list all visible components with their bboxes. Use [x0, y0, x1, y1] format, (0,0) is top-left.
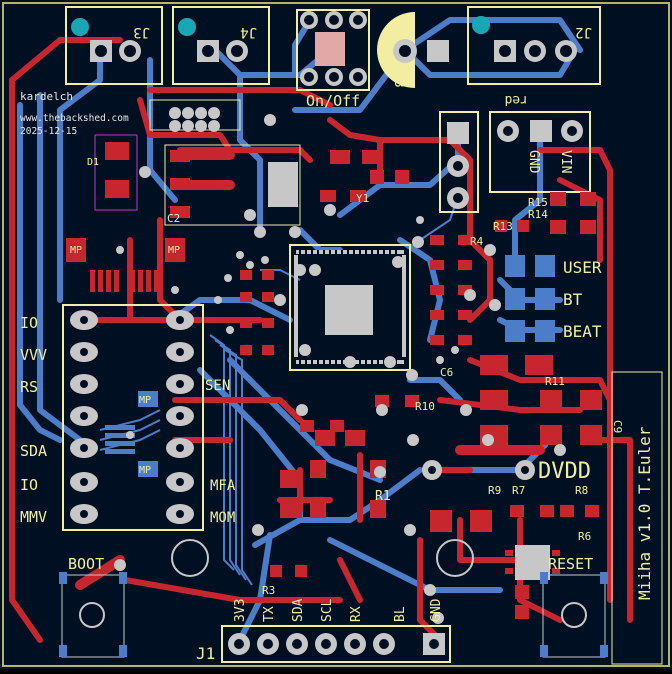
on-off-label: On/Off: [306, 92, 360, 110]
right-row-label: SEN: [205, 378, 230, 394]
c9-label: C9: [611, 420, 624, 433]
buzzer: [377, 12, 449, 88]
c2-label: C2: [167, 212, 180, 225]
mp-label-4: MP: [139, 465, 151, 476]
left-row-label: RS: [20, 378, 38, 396]
switch-s3: [296, 9, 370, 91]
c6-label: C6: [440, 366, 453, 379]
j1-label: J1: [196, 644, 215, 663]
left-row-label: VVV: [20, 346, 47, 364]
left-row-label: IO: [20, 314, 38, 332]
button-boot: [59, 572, 127, 658]
j1-pin-label: 3V3: [233, 599, 248, 622]
j1-pin-label: SDA: [291, 598, 306, 622]
connector-j1: [221, 625, 451, 663]
j1-pin-label: TX: [262, 606, 277, 622]
mounting-holes: [171, 539, 474, 577]
j3-label: J3: [133, 24, 150, 40]
mp-label-1: MP: [70, 245, 82, 256]
r6-label: R6: [578, 530, 591, 543]
connector-j2: [467, 6, 601, 85]
author-text: kardelch: [20, 90, 73, 103]
connector-small-top: [149, 99, 241, 132]
website-text: www.thebackshed.com: [20, 113, 129, 124]
j1-pin-label: GND: [429, 598, 444, 622]
left-header-labels: IO VVV RS SDA IO MMV: [20, 314, 47, 526]
mp-label-2: MP: [168, 245, 180, 256]
r7-label: R7: [512, 484, 525, 497]
vias: [114, 114, 566, 624]
beat-led-label: BEAT: [563, 322, 602, 341]
r14-label: R14: [528, 208, 548, 221]
header-vin-gnd: [489, 111, 591, 193]
header-red: [439, 111, 479, 213]
r4-label: R4: [470, 235, 484, 248]
dvdd-pads: [422, 460, 535, 480]
board-title: Miiha v1.0 T.Euler: [635, 426, 654, 600]
connector-j4: [172, 6, 270, 85]
gnd-label: GND: [526, 150, 541, 174]
vin-label: VIN: [558, 150, 573, 173]
j1-pin-label: BL: [393, 606, 408, 622]
d1-label: D1: [87, 157, 99, 168]
r1-label: R1: [375, 489, 391, 504]
j1-pin-label: SCL: [320, 598, 335, 622]
user-led-label: USER: [563, 258, 602, 277]
boot-label: BOOT: [68, 555, 104, 573]
s3-label: S3: [391, 72, 406, 88]
connector-j3: [65, 6, 163, 85]
dvdd-label: DVDD: [538, 459, 591, 484]
header-left-dual: [62, 304, 204, 531]
bt-led-label: BT: [563, 290, 583, 309]
left-row-label: MMV: [20, 508, 47, 526]
r11-label: R11: [545, 375, 565, 388]
red-label: red: [505, 92, 528, 107]
right-silk-frame: [611, 371, 663, 665]
button-reset: [540, 572, 608, 658]
r13-label: R13: [493, 220, 513, 233]
r8-label: R8: [575, 484, 588, 497]
regulator: [164, 144, 301, 226]
left-row-label: IO: [20, 476, 38, 494]
right-row-label: MOM: [210, 510, 235, 526]
right-row-label: MFA: [210, 478, 236, 494]
mp-label-3: MP: [139, 395, 151, 406]
led-pads: [505, 255, 555, 342]
j4-label: J4: [240, 24, 257, 40]
j1-pin-label: RX: [349, 606, 364, 622]
right-header-labels: SEN MFA MOM: [205, 378, 236, 526]
r9-label: R9: [488, 484, 501, 497]
y1-label: Y1: [356, 192, 369, 205]
j1-pin-labels: 3V3 TX SDA SCL RX BL GND: [233, 598, 444, 622]
r10-label: R10: [415, 400, 435, 413]
j2-label: J2: [575, 24, 592, 40]
reset-label: RESET: [548, 555, 593, 573]
left-row-label: SDA: [20, 442, 47, 460]
r3-label: R3: [262, 584, 275, 597]
diode-d1: [94, 134, 138, 211]
chip-mp: [66, 238, 185, 477]
date-text: 2025-12-15: [20, 126, 77, 137]
r15-label: R15: [528, 196, 548, 209]
